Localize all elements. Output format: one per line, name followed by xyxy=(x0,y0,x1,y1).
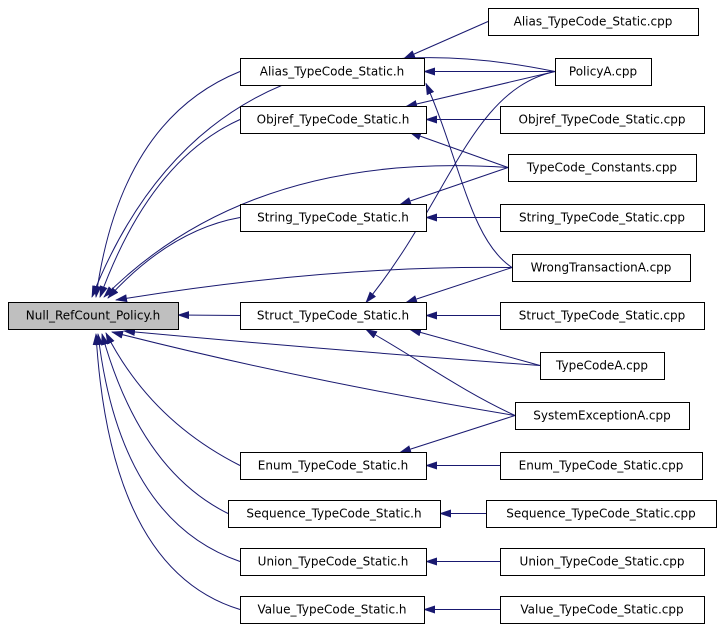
node-label: Alias_TypeCode_Static.cpp xyxy=(514,15,673,29)
node-alias-cpp[interactable]: Alias_TypeCode_Static.cpp xyxy=(488,8,699,36)
node-typecodea-cpp[interactable]: TypeCodeA.cpp xyxy=(540,352,665,380)
node-label: String_TypeCode_Static.cpp xyxy=(519,211,685,225)
node-box xyxy=(488,8,699,36)
node-box xyxy=(240,302,427,330)
node-label: Value_TypeCode_Static.cpp xyxy=(520,603,683,617)
node-box xyxy=(486,500,717,528)
node-label: Alias_TypeCode_Static.h xyxy=(260,65,405,79)
edge-value_h-to-null_refcount xyxy=(92,333,241,610)
node-value-cpp[interactable]: Value_TypeCode_Static.cpp xyxy=(500,596,705,624)
node-label: TypeCode_Constants.cpp xyxy=(526,161,677,175)
node-box xyxy=(555,58,652,86)
node-label: TypeCodeA.cpp xyxy=(555,359,648,373)
edge-objref_h-to-null_refcount xyxy=(99,119,241,298)
edge-enum_h-to-null_refcount xyxy=(105,332,241,466)
node-enum-cpp[interactable]: Enum_TypeCode_Static.cpp xyxy=(500,452,703,480)
edge-tc_constants_cpp-to-string_h xyxy=(399,167,509,205)
node-box xyxy=(240,548,427,576)
node-value-h[interactable]: Value_TypeCode_Static.h xyxy=(240,596,425,624)
edge-policya_cpp-to-struct_h xyxy=(365,71,556,304)
node-enum-h[interactable]: Enum_TypeCode_Static.h xyxy=(240,452,427,480)
node-string-cpp[interactable]: String_TypeCode_Static.cpp xyxy=(500,204,705,232)
node-policya-cpp[interactable]: PolicyA.cpp xyxy=(555,58,652,86)
node-union-h[interactable]: Union_TypeCode_Static.h xyxy=(240,548,427,576)
edge-tc_constants_cpp-to-objref_h xyxy=(409,132,509,168)
node-sequence-cpp[interactable]: Sequence_TypeCode_Static.cpp xyxy=(486,500,717,528)
node-box xyxy=(540,352,665,380)
node-box xyxy=(500,548,705,576)
node-label: Union_TypeCode_Static.h xyxy=(258,555,409,569)
edge-sysexc_cpp-to-enum_h xyxy=(399,415,516,453)
node-box xyxy=(500,596,705,624)
edge-wrongtx_cpp-to-struct_h xyxy=(405,267,513,303)
node-box xyxy=(500,204,705,232)
node-box xyxy=(508,154,697,182)
node-objref-h[interactable]: Objref_TypeCode_Static.h xyxy=(240,106,427,134)
node-label: Union_TypeCode_Static.cpp xyxy=(520,555,685,569)
node-label: Null_RefCount_Policy.h xyxy=(26,309,161,323)
node-label: PolicyA.cpp xyxy=(569,65,637,79)
edge-sysexc_cpp-to-struct_h xyxy=(365,329,516,416)
nodes-layer: Null_RefCount_Policy.h Alias_TypeCode_Sta… xyxy=(8,8,717,624)
edge-typecodea_cpp-to-null_refcount xyxy=(123,328,541,366)
node-box xyxy=(8,302,179,330)
node-label: SystemExceptionA.cpp xyxy=(533,409,670,423)
node-box xyxy=(512,254,691,282)
node-label: String_TypeCode_Static.h xyxy=(257,211,409,225)
edge-struct_h-to-null_refcount xyxy=(177,311,241,320)
node-label: Struct_TypeCode_Static.h xyxy=(257,309,409,323)
node-label: Objref_TypeCode_Static.h xyxy=(257,113,410,127)
edges-layer xyxy=(91,21,556,614)
edge-sysexc_cpp-to-null_refcount xyxy=(111,330,516,416)
node-label: Enum_TypeCode_Static.cpp xyxy=(519,459,684,473)
edge-wrongtx_cpp-to-alias_h xyxy=(425,82,513,268)
edge-policya_cpp-to-null_refcount xyxy=(91,57,556,298)
node-alias-h[interactable]: Alias_TypeCode_Static.h xyxy=(240,58,425,86)
node-label: Objref_TypeCode_Static.cpp xyxy=(519,113,686,127)
node-box xyxy=(515,402,690,430)
edge-policya_cpp-to-objref_h xyxy=(405,71,556,108)
node-box xyxy=(228,500,441,528)
edge-typecodea_cpp-to-struct_h xyxy=(409,328,541,366)
node-box xyxy=(240,596,425,624)
node-null-refcount[interactable]: Null_RefCount_Policy.h xyxy=(8,302,179,330)
node-label: Value_TypeCode_Static.h xyxy=(258,603,407,617)
node-struct-h[interactable]: Struct_TypeCode_Static.h xyxy=(240,302,427,330)
node-label: WrongTransactionA.cpp xyxy=(531,261,672,275)
edge-alias_h-to-null_refcount xyxy=(93,71,241,298)
node-objref-cpp[interactable]: Objref_TypeCode_Static.cpp xyxy=(500,106,705,134)
node-box xyxy=(240,106,427,134)
node-struct-cpp[interactable]: Struct_TypeCode_Static.cpp xyxy=(500,302,705,330)
node-label: Enum_TypeCode_Static.h xyxy=(258,459,409,473)
node-sequence-h[interactable]: Sequence_TypeCode_Static.h xyxy=(228,500,441,528)
node-label: Sequence_TypeCode_Static.h xyxy=(246,507,421,521)
node-union-cpp[interactable]: Union_TypeCode_Static.cpp xyxy=(500,548,705,576)
node-box xyxy=(500,302,705,330)
node-string-h[interactable]: String_TypeCode_Static.h xyxy=(240,204,427,232)
edge-alias_cpp-to-alias_h xyxy=(403,21,489,59)
node-sysexc-cpp[interactable]: SystemExceptionA.cpp xyxy=(515,402,690,430)
node-box xyxy=(500,106,705,134)
node-box xyxy=(240,58,425,86)
node-wrongtx-cpp[interactable]: WrongTransactionA.cpp xyxy=(512,254,691,282)
edge-tc_constants_cpp-to-null_refcount xyxy=(103,165,509,298)
node-box xyxy=(240,452,427,480)
node-label: Sequence_TypeCode_Static.cpp xyxy=(506,507,695,521)
node-box xyxy=(240,204,427,232)
node-box xyxy=(500,452,703,480)
node-label: Struct_TypeCode_Static.cpp xyxy=(519,309,685,323)
edge-union_h-to-null_refcount xyxy=(95,333,241,562)
edge-wrongtx_cpp-to-null_refcount xyxy=(115,266,513,303)
edge-string_h-to-null_refcount xyxy=(107,217,241,299)
node-tc-constants-cpp[interactable]: TypeCode_Constants.cpp xyxy=(508,154,697,182)
edge-sequence_h-to-null_refcount xyxy=(101,333,229,514)
